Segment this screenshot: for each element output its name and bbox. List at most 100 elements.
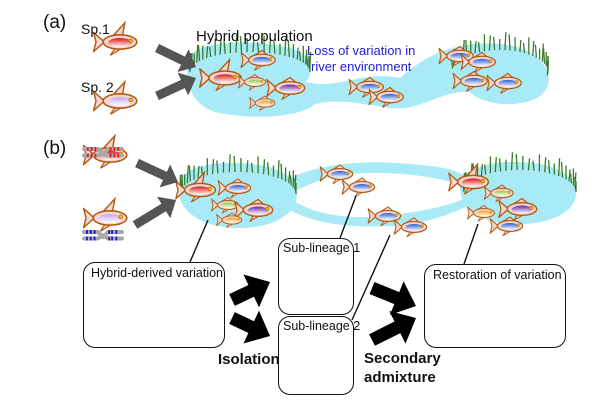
secondary-line-1: Secondary	[364, 350, 441, 367]
fish-color-patch	[229, 185, 247, 192]
fish-eye	[128, 97, 133, 102]
reed-blade	[296, 47, 299, 60]
reed-blade	[474, 41, 477, 54]
arrow-sp2-to-pond-b	[132, 196, 176, 229]
reed-blade	[209, 46, 212, 57]
fish-restored-purple	[498, 197, 538, 222]
channel-lower	[290, 198, 468, 227]
reed-blade	[197, 45, 201, 62]
fish-color-patch	[247, 206, 269, 215]
fish-color-patch	[258, 100, 272, 107]
fish-hybrid-blue-b	[217, 178, 252, 199]
fish-tail	[448, 172, 460, 192]
fish-eye	[376, 84, 381, 88]
fish-tail	[217, 180, 227, 196]
fish-color-patch	[511, 205, 533, 214]
fish-tail	[393, 219, 403, 235]
fish-lower-2	[393, 217, 428, 238]
fish-color-patch	[498, 79, 518, 88]
panel-b-label: (b)	[43, 138, 67, 159]
reed-blade	[569, 173, 573, 184]
reed-blade	[547, 160, 551, 174]
fish-color-patch	[331, 171, 349, 178]
band	[109, 153, 112, 158]
channel-upper	[290, 162, 468, 192]
fish-color-patch	[360, 83, 380, 92]
fish-tail	[216, 213, 224, 227]
band	[93, 230, 96, 234]
band	[86, 236, 88, 241]
fish-color-patch	[379, 213, 397, 220]
band	[111, 236, 113, 241]
arrow-sub1-to-restoration	[369, 281, 416, 315]
fish-lower-1	[367, 206, 402, 227]
hybrid-box-title: Hybrid-derived variation	[91, 266, 224, 280]
reed-blade	[250, 162, 254, 173]
fish-eye	[297, 85, 302, 89]
band	[115, 230, 118, 234]
reed-blade	[568, 169, 571, 182]
reed-blade	[504, 32, 507, 51]
fish-tail	[467, 206, 475, 220]
reed-blade	[515, 153, 518, 171]
fish-color-patch	[252, 56, 272, 65]
fish-color-patch	[494, 190, 510, 197]
fish-hybrid-purple-b	[234, 198, 274, 223]
fish-color-patch	[405, 224, 423, 231]
fish-pond-a4	[486, 72, 522, 94]
reed-blade	[216, 160, 219, 174]
fish-color-patch	[476, 210, 492, 217]
fish-color-patch	[462, 178, 484, 187]
fish-color-patch	[380, 93, 400, 102]
arrow-sp1-to-hybrid-a	[155, 44, 196, 72]
fish-restored-orange	[467, 204, 495, 222]
reed-blade	[532, 160, 535, 171]
sub-lineage-2-box: Sub-lineage 2	[278, 316, 360, 395]
reed-blade	[544, 157, 547, 173]
fish-tail	[498, 199, 509, 219]
reed-blade	[284, 37, 287, 56]
fish-pond-a2	[460, 51, 496, 73]
band	[89, 236, 92, 241]
hybrid-population-label: Hybrid population	[196, 28, 313, 45]
reed-blade	[181, 174, 184, 188]
band	[93, 236, 96, 241]
fish-upper-2	[341, 177, 376, 198]
loss-of-variation-label: Loss of variation in river environment	[307, 43, 415, 75]
band	[109, 147, 112, 151]
reed-blade	[289, 175, 292, 186]
reed-blade	[308, 55, 311, 73]
reed-blade	[484, 164, 487, 175]
restoration-of-variation-box: Restoration of variation	[424, 264, 566, 348]
reed-blade	[188, 165, 192, 182]
fish-tail	[348, 78, 359, 96]
arrow-sp1-to-pond-b	[135, 158, 178, 188]
fish-restored-red	[448, 162, 490, 195]
reed-blade	[510, 152, 514, 171]
species-2-label: Sp. 2	[81, 79, 114, 95]
band	[113, 147, 116, 151]
fish-color-patch	[501, 223, 519, 230]
band	[111, 230, 113, 234]
reed-blade	[228, 154, 231, 173]
fish-eye	[529, 206, 534, 210]
reed-blade	[256, 42, 260, 53]
band	[94, 153, 97, 158]
reed-blade	[541, 43, 544, 62]
fish-tail	[266, 78, 277, 98]
fish-eye	[270, 101, 273, 104]
fish-eye	[237, 218, 240, 221]
fish-tail	[341, 179, 351, 195]
species-1-label: Sp.1	[81, 21, 110, 37]
reed-blade	[273, 40, 276, 54]
reed-blade	[477, 42, 481, 53]
fish-eye	[394, 213, 398, 217]
arrow-isolation-to-sub1	[229, 274, 270, 308]
reed-blade	[560, 161, 564, 178]
fish-hybrid-blue-a	[240, 49, 276, 71]
fish-sp2-b	[82, 196, 128, 232]
fish-tail	[319, 166, 329, 182]
reed-blade	[197, 166, 200, 179]
reed-blade	[277, 160, 280, 179]
